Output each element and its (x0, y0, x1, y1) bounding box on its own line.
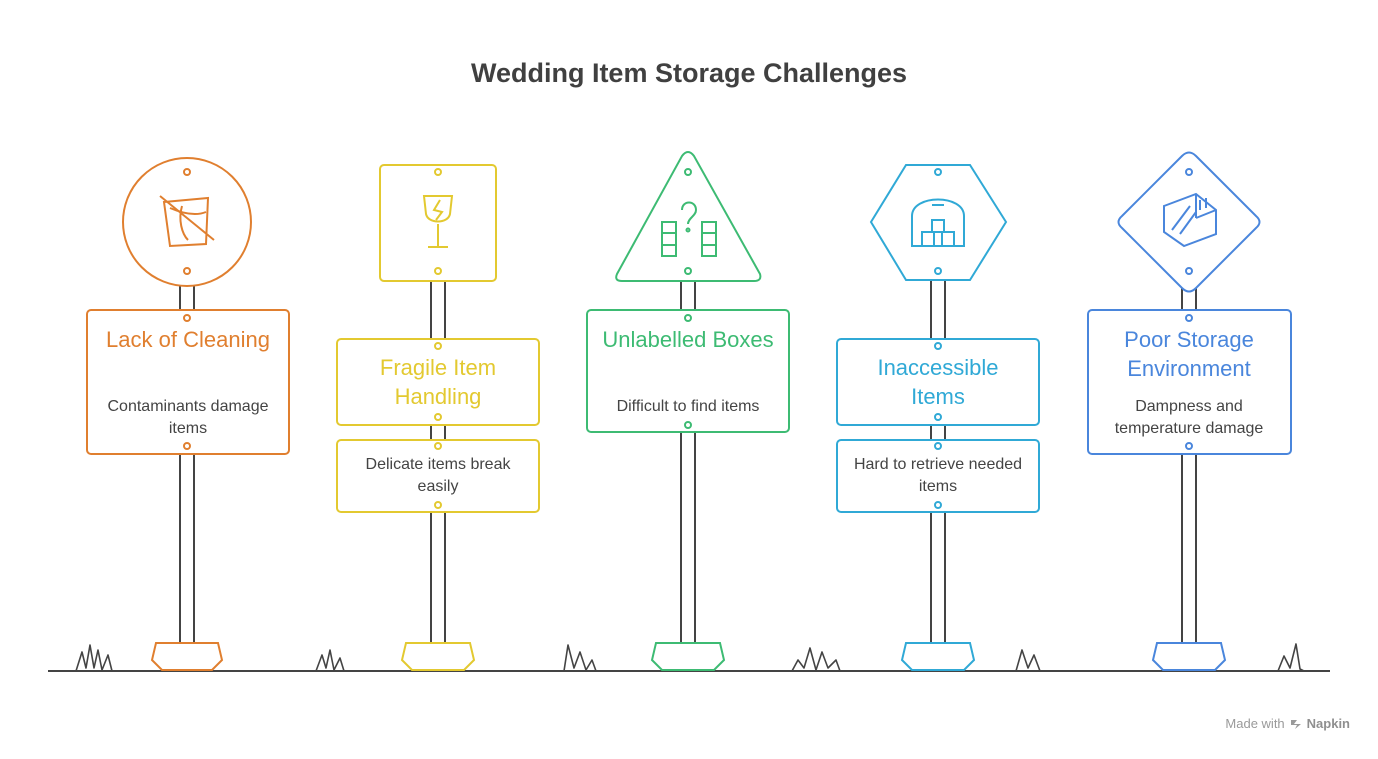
grass-tuft (75, 644, 113, 672)
sign-board-description (836, 439, 1040, 513)
mount-dot (934, 501, 942, 509)
mount-dot (434, 501, 442, 509)
mount-dot (1185, 314, 1193, 322)
sign-description-poor-storage-environment: Dampness and temperature damage (1114, 398, 1264, 437)
square-sign (379, 164, 497, 282)
mount-dot (183, 442, 191, 450)
grass-tuft (1015, 649, 1041, 672)
mount-dot (934, 413, 942, 421)
made-with-credit: Made with Napkin (1225, 716, 1350, 731)
pole-base (150, 642, 224, 671)
grass-tuft (791, 647, 841, 672)
grass-tufts (75, 643, 1305, 672)
sign-title-lack-of-cleaning: Lack of Cleaning (106, 327, 270, 352)
sign-title-inaccessible-items: Inaccessible Items (877, 355, 999, 409)
signpost-lack-of-cleaning (86, 157, 290, 671)
mount-dot (434, 342, 442, 350)
credit-prefix: Made with (1225, 716, 1285, 731)
mount-dot (934, 442, 942, 450)
credit-brand: Napkin (1306, 716, 1350, 731)
sign-description-lack-of-cleaning: Contaminants damage items (107, 398, 269, 437)
sign-description-fragile-item-handling: Delicate items break easily (365, 456, 511, 495)
mount-dot (684, 314, 692, 322)
mount-dot (1185, 267, 1193, 275)
mount-dot (1185, 168, 1193, 176)
mount-dot (183, 314, 191, 322)
sign-title-fragile-item-handling: Fragile Item Handling (379, 355, 497, 409)
signpost-fragile-item-handling (336, 164, 540, 671)
sign-board-description (336, 439, 540, 513)
sign-description-inaccessible-items: Hard to retrieve needed items (853, 456, 1023, 495)
hexagon-sign (869, 164, 1008, 281)
broken-glass-icon (422, 195, 454, 248)
pole-base (650, 642, 726, 671)
mount-dot (934, 267, 942, 275)
sign-title-poor-storage-environment: Poor Storage Environment (1124, 327, 1254, 381)
damp-room-icon (1163, 192, 1217, 248)
mount-dot (1185, 442, 1193, 450)
mount-dot (934, 342, 942, 350)
sign-board (86, 309, 290, 455)
page-title: Wedding Item Storage Challenges (470, 58, 908, 88)
sign-title-unlabelled-boxes: Unlabelled Boxes (602, 327, 774, 352)
signpost-inaccessible-items (836, 164, 1040, 671)
bucket-no-cleaning-icon (159, 195, 215, 248)
mount-dot (183, 168, 191, 176)
warehouse-icon (911, 198, 965, 247)
sign-board (586, 309, 790, 433)
mount-dot (684, 267, 692, 275)
question-boxes-icon (661, 201, 717, 257)
mount-dot (434, 267, 442, 275)
grass-tuft (315, 649, 345, 672)
mount-dot (434, 413, 442, 421)
sign-board-title (336, 338, 540, 426)
mount-dot (934, 168, 942, 176)
grass-tuft (1277, 643, 1305, 672)
grass-tuft (563, 644, 597, 672)
signpost-unlabelled-boxes (586, 151, 790, 671)
triangle-sign (615, 151, 762, 282)
mount-dot (684, 168, 692, 176)
sign-board (1087, 309, 1292, 455)
sign-board-title (836, 338, 1040, 426)
circle-sign (122, 157, 252, 287)
mount-dot (684, 421, 692, 429)
pole-base (1151, 642, 1227, 671)
signpost-poor-storage-environment (1087, 151, 1292, 671)
pole-base (900, 642, 976, 671)
sign-description-unlabelled-boxes: Difficult to find items (616, 398, 760, 415)
pole-base (400, 642, 476, 671)
mount-dot (434, 442, 442, 450)
mount-dot (183, 267, 191, 275)
mount-dot (434, 168, 442, 176)
napkin-logo-icon (1290, 719, 1301, 729)
